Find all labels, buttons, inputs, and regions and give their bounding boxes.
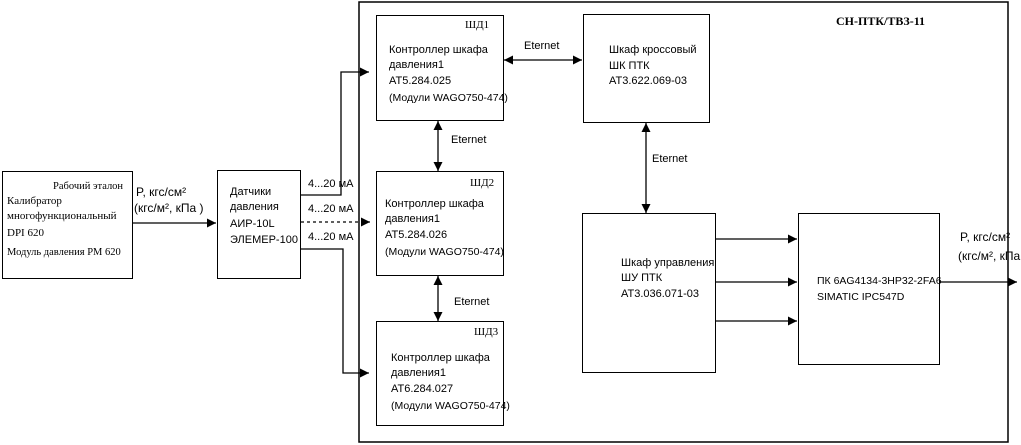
ethernet-label-shd1-shd2: Eternet	[451, 134, 487, 146]
shd1-line-2: АТ5.284.025	[389, 75, 452, 87]
sensors-line-3: ЭЛЕМЕР-100	[230, 234, 298, 246]
control-cabinet-box: Шкаф управления ШУ ПТК АТ3.036.071-03	[582, 213, 716, 373]
ethernet-label-cross-control: Eternet	[652, 153, 688, 165]
shd3-line-0: Контроллер шкафа	[391, 352, 490, 364]
shd3-line-2: АТ6.284.027	[391, 383, 454, 395]
shd1-tag: ШД1	[465, 19, 490, 31]
sensors-line-1: давления	[230, 201, 279, 213]
shd1-line-3: (Модули WAGO750-474)	[389, 92, 508, 104]
shd3-line-3: (Модули WAGO750-474)	[391, 400, 510, 412]
shd2-line-3: (Модули WAGO750-474)	[385, 246, 504, 258]
pc-line-1: SIMATIC IPC547D	[817, 291, 905, 303]
shd3-box: ШД3 Контроллер шкафа давления1 АТ6.284.0…	[376, 321, 510, 426]
connector-sensors-shd3	[301, 248, 369, 378]
cross-line-0: Шкаф кроссовый	[609, 44, 697, 56]
calibrator-line-1: Калибратор	[7, 195, 62, 207]
pressure-input-label: P, кгс/см²	[136, 185, 187, 199]
calibrator-line-4: Модуль давления PM 620	[7, 247, 121, 258]
frame-title: СН-ПТК/ТВЗ-11	[836, 14, 926, 28]
signal-label-3: 4...20 мА	[308, 231, 354, 243]
cross-cabinet-box: Шкаф кроссовый ШК ПТК АТ3.622.069-03	[583, 14, 710, 123]
cross-line-2: АТ3.622.069-03	[609, 75, 688, 87]
ethernet-label-shd1-cross: Eternet	[524, 40, 560, 52]
pressure-output-units: (кгс/м², кПа	[958, 249, 1021, 263]
control-line-2: АТ3.036.071-03	[621, 288, 700, 300]
sensors-line-0: Датчики	[230, 186, 272, 198]
calibrator-line-0: Рабочий эталон	[53, 181, 124, 192]
shd3-tag: ШД3	[474, 326, 499, 338]
connector-sensors-shd1	[301, 67, 369, 196]
calibrator-box: Рабочий эталон Калибратор многофункциона…	[2, 171, 133, 279]
shd2-line-1: давления1	[385, 213, 440, 225]
shd2-box: ШД2 Контроллер шкафа давления1 АТ5.284.0…	[376, 171, 504, 276]
control-line-1: ШУ ПТК	[621, 272, 663, 284]
shd3-line-1: давления1	[391, 367, 446, 379]
pressure-output-label: P, кгс/см²	[960, 230, 1011, 244]
shd1-line-1: давления1	[389, 59, 444, 71]
calibrator-line-3: DPI 620	[7, 227, 44, 239]
sensors-line-2: АИР-10L	[230, 218, 275, 230]
shd1-box: ШД1 Контроллер шкафа давления1 АТ5.284.0…	[376, 15, 508, 121]
cross-line-1: ШК ПТК	[609, 60, 650, 72]
signal-label-2: 4...20 мА	[308, 203, 354, 215]
shd2-line-2: АТ5.284.026	[385, 229, 448, 241]
control-line-0: Шкаф управления	[621, 257, 715, 269]
system-frame	[358, 1, 1009, 443]
ethernet-label-shd2-shd3: Eternet	[454, 296, 490, 308]
pc-line-0: ПК 6AG4134-3HP32-2FA6	[817, 275, 942, 287]
shd2-tag: ШД2	[470, 177, 495, 189]
pc-box: ПК 6AG4134-3HP32-2FA6 SIMATIC IPC547D	[798, 213, 942, 365]
pressure-input-units: (кгс/м², кПа )	[134, 201, 204, 215]
calibrator-line-2: многофункциональный	[7, 210, 117, 222]
signal-label-1: 4...20 мА	[308, 178, 354, 190]
shd1-line-0: Контроллер шкафа	[389, 44, 488, 56]
shd2-line-0: Контроллер шкафа	[385, 198, 484, 210]
sensors-box: Датчики давления АИР-10L ЭЛЕМЕР-100	[217, 170, 301, 279]
